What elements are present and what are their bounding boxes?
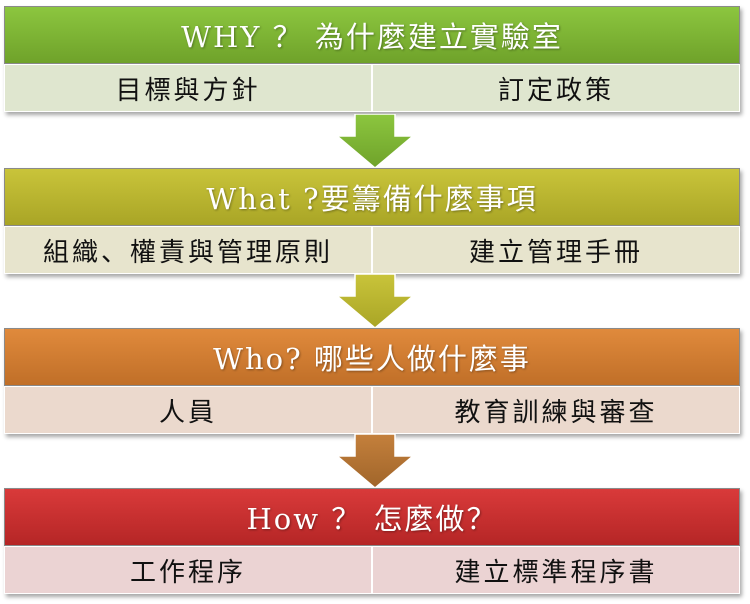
section-row-what: 組織、權責與管理原則 建立管理手冊 xyxy=(4,226,740,274)
item-cell: 工作程序 xyxy=(4,546,372,594)
item-cell: 訂定政策 xyxy=(372,64,740,112)
section-why: WHY ？ 為什麼建立實驗室 目標與方針 訂定政策 xyxy=(4,6,740,112)
item-cell: 教育訓練與審查 xyxy=(372,386,740,434)
item-cell: 建立管理手冊 xyxy=(372,226,740,274)
item-cell: 建立標準程序書 xyxy=(372,546,740,594)
section-title: Who? 哪些人做什麼事 xyxy=(213,342,531,376)
item-cell: 組織、權責與管理原則 xyxy=(4,226,372,274)
section-row-who: 人員 教育訓練與審查 xyxy=(4,386,740,434)
section-title: How ？ 怎麼做？ xyxy=(246,502,498,536)
section-header-how: How ？ 怎麼做？ xyxy=(4,488,740,546)
item-cell: 目標與方針 xyxy=(4,64,372,112)
section-how: How ？ 怎麼做？ 工作程序 建立標準程序書 xyxy=(4,488,740,594)
item-cell: 人員 xyxy=(4,386,372,434)
section-what: What ?要籌備什麼事項 組織、權責與管理原則 建立管理手冊 xyxy=(4,168,740,274)
down-arrow-icon xyxy=(335,274,415,329)
section-row-why: 目標與方針 訂定政策 xyxy=(4,64,740,112)
down-arrow-icon xyxy=(335,434,415,489)
down-arrow-icon xyxy=(335,114,415,169)
section-header-why: WHY ？ 為什麼建立實驗室 xyxy=(4,6,740,64)
section-header-who: Who? 哪些人做什麼事 xyxy=(4,328,740,386)
section-row-how: 工作程序 建立標準程序書 xyxy=(4,546,740,594)
section-who: Who? 哪些人做什麼事 人員 教育訓練與審查 xyxy=(4,328,740,434)
section-title: WHY ？ 為什麼建立實驗室 xyxy=(181,20,563,54)
section-header-what: What ?要籌備什麼事項 xyxy=(4,168,740,226)
section-title: What ?要籌備什麼事項 xyxy=(206,182,538,216)
